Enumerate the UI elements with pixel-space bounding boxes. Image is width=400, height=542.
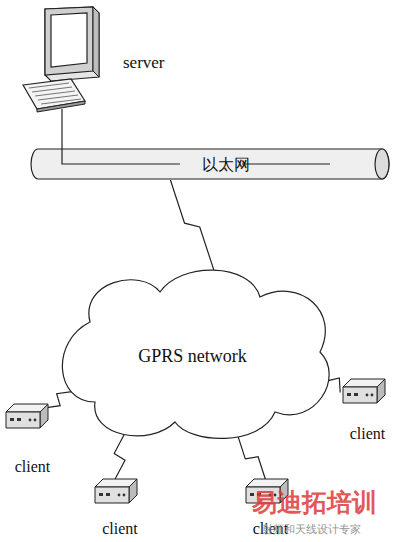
ethernet-band: 以太网 [30,148,390,180]
server-node: server [15,5,165,115]
client-node: client [335,375,400,445]
ethernet-wire [61,115,62,148]
node-label: 以太网 [190,155,262,176]
wireless-link [238,437,265,479]
modem-icon [341,375,387,405]
watermark-text: 射频和天线设计专家 [262,522,361,537]
node-label: client [85,520,155,538]
modem-icon [93,475,139,505]
wireless-link [114,435,125,479]
node-label: server [123,53,165,73]
node-label: client [0,458,65,476]
watermark-text: 易迪拓培训 [252,486,377,519]
gprs-cloud: GPRS network [50,262,335,442]
wireless-link [45,392,72,408]
node-label: GPRS network [50,346,335,367]
client-node: client [0,400,65,478]
node-label: client [335,425,400,443]
wireless-link [170,180,213,270]
client-node: client [85,475,155,542]
modem-icon [4,400,50,430]
